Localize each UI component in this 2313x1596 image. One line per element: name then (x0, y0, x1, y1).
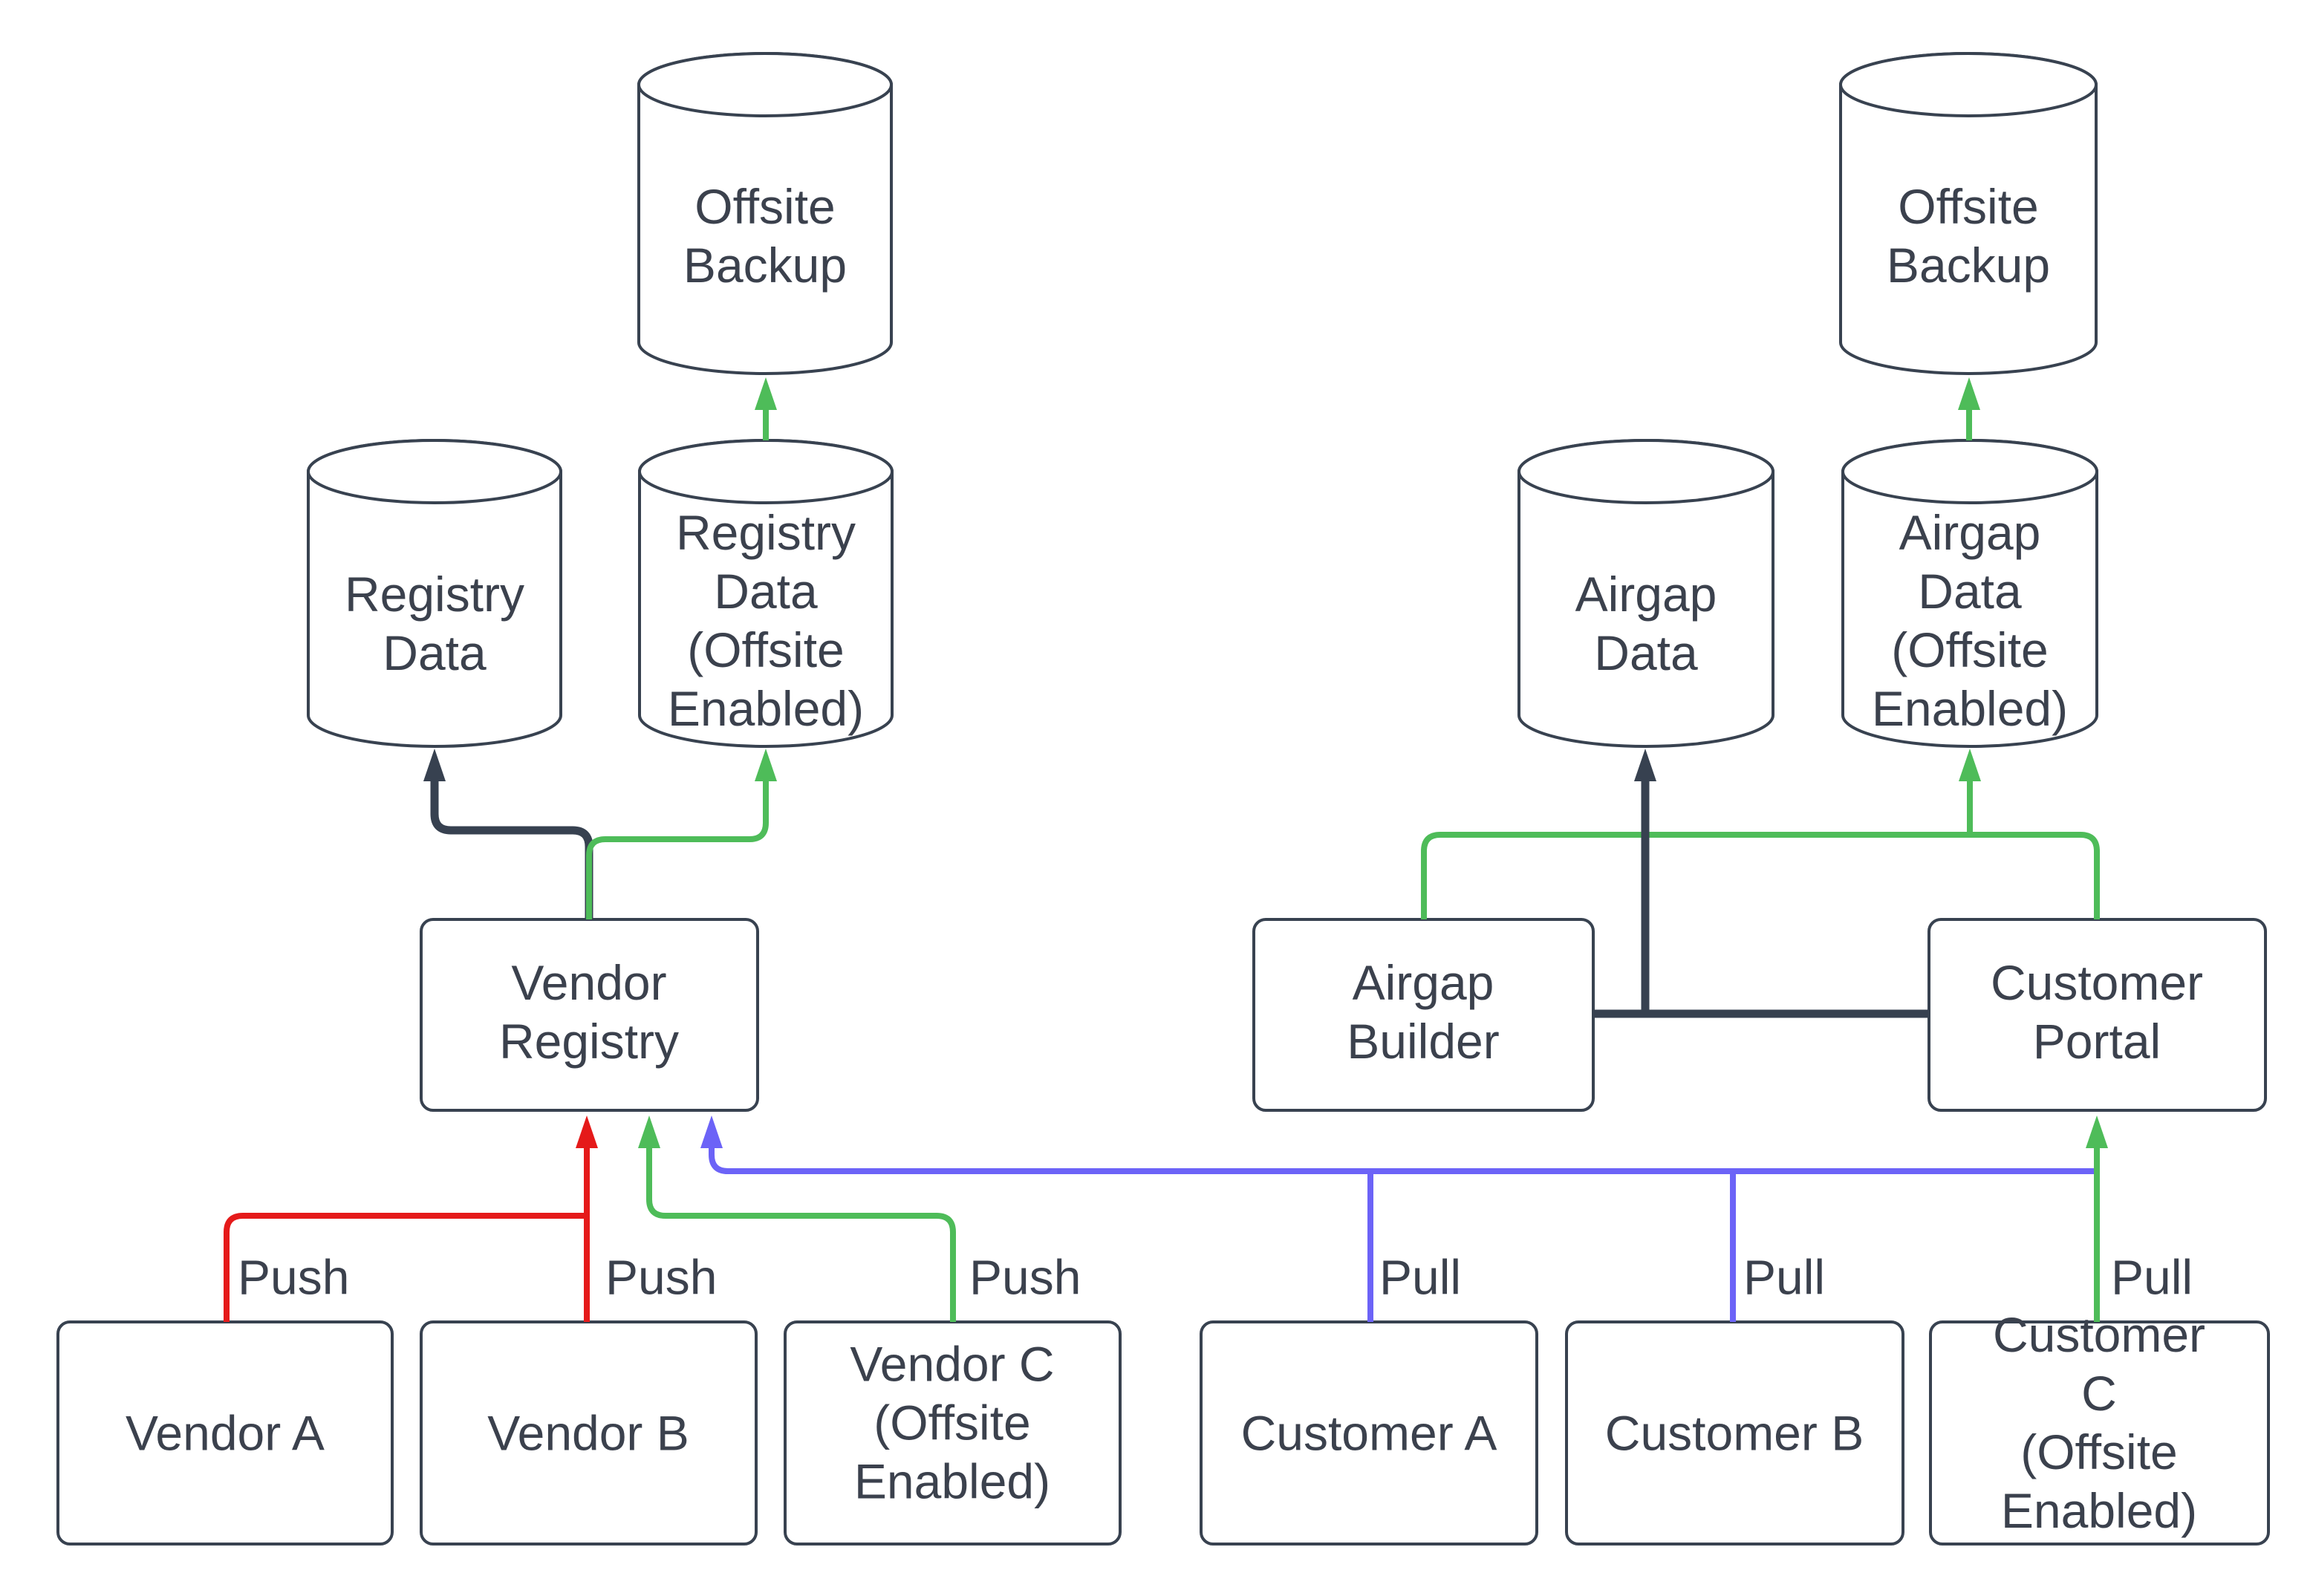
edge-label-vendor-c-push: Push (969, 1249, 1081, 1305)
node-customer-c-label: Customer C (Offsite Enabled) (1992, 1307, 2206, 1538)
node-offsite-backup-left-label: Offsite Backup (683, 179, 848, 293)
edge-label-customer-b-pull: Pull (1743, 1249, 1826, 1305)
edge-label-customer-a-pull: Pull (1379, 1249, 1462, 1305)
node-customer-portal-label: Customer Portal (1990, 955, 2204, 1069)
node-registry-data-offsite-shape (638, 439, 894, 748)
node-customer-b-label: Customer B (1604, 1405, 1864, 1461)
node-customer-a-label: Customer A (1240, 1405, 1497, 1461)
edge-customer-c-pull (2086, 1115, 2108, 1322)
edge-label-customer-c-pull: Pull (2111, 1249, 2193, 1305)
edge-vendor-c-push (638, 1115, 956, 1322)
node-offsite-backup-left-shape (637, 52, 893, 375)
node-airgap-data-shape (1517, 439, 1774, 748)
edge-builder-portal-to-airgap-data (1593, 749, 1929, 1018)
node-registry-data-label: Registry Data (344, 567, 525, 680)
node-airgap-data-offsite-label: Airgap Data (Offsite Enabled) (1871, 505, 2069, 736)
edge-customer-a-b-pull (700, 1115, 2098, 1322)
node-airgap-builder-label: Airgap Builder (1347, 955, 1500, 1069)
node-registry-data-offsite-label: Registry Data (Offsite Enabled) (667, 505, 865, 736)
node-registry-data-shape (307, 439, 562, 748)
edge-vendor-b-push (576, 1115, 598, 1322)
edge-vendor-registry-to-registry-data-offsite (586, 749, 777, 919)
edge-registry-data-offsite-to-offsite-backup (755, 377, 777, 440)
edge-vendor-registry-to-registry-data (423, 749, 593, 919)
node-vendor-registry-label: Vendor Registry (498, 955, 680, 1069)
node-vendor-a-label: Vendor A (126, 1405, 325, 1461)
node-airgap-data-offsite-shape (1841, 439, 2098, 748)
node-vendor-b-label: Vendor B (487, 1405, 689, 1461)
edge-label-vendor-b-push: Push (605, 1249, 718, 1305)
node-vendor-c-label: Vendor C (Offsite Enabled) (850, 1336, 1055, 1509)
edge-vendor-a-push (224, 1213, 587, 1322)
node-airgap-data-label: Airgap Data (1575, 567, 1717, 680)
edge-builder-portal-to-airgap-data-offsite (1421, 749, 2100, 919)
edge-label-vendor-a-push: Push (238, 1249, 350, 1305)
node-offsite-backup-right-label: Offsite Backup (1886, 179, 2051, 293)
edge-airgap-data-offsite-to-offsite-backup (1958, 377, 1980, 440)
node-offsite-backup-right-shape (1839, 52, 2098, 375)
